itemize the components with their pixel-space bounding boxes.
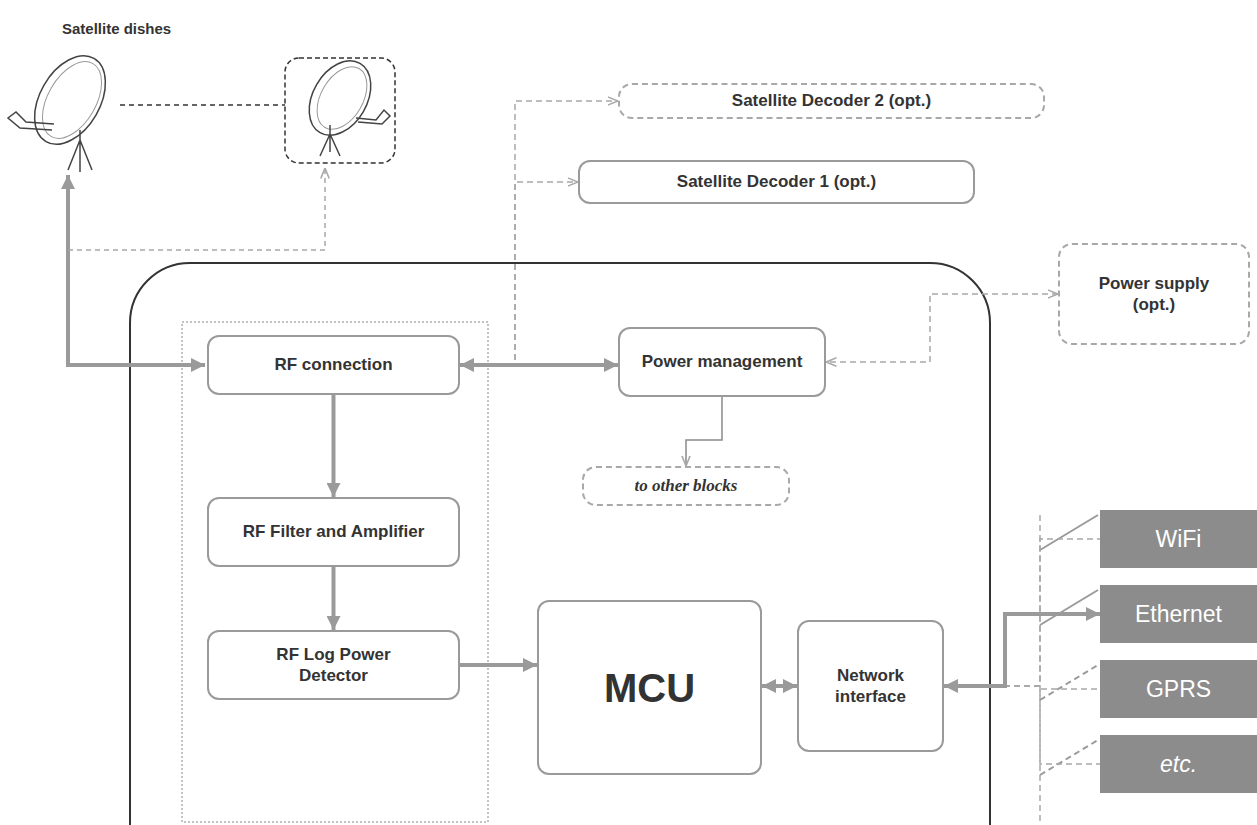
process-box: RF Log Power Detector [207,630,460,700]
optional-decoder-box: Satellite Decoder 2 (opt.) [618,83,1045,119]
process-box: RF Filter and Amplifier [207,497,460,567]
dish-link [120,104,285,106]
connector-arrow [332,567,336,630]
connector-arrow [460,363,618,367]
box-text: Ethernet [1135,600,1222,629]
connector-arrow [944,686,1100,764]
switch-marks [1040,515,1098,775]
decoder-box: Satellite Decoder 1 (opt.) [578,160,975,204]
satellite-dish [8,43,120,172]
connector-arrow [460,182,578,365]
box-text: Power supply (opt.) [1089,273,1219,316]
box-text: WiFi [1156,525,1202,554]
box-text: Satellite Decoder 1 (opt.) [677,171,876,192]
network-option: Ethernet [1100,585,1257,643]
box-text: Power management [642,351,803,372]
mcu-box: MCU [537,600,762,775]
optional-supply-box: Power supply (opt.) [1058,243,1250,345]
connector-arrow [826,294,1058,362]
connector-arrow [332,395,336,497]
box-text: to other blocks [635,476,738,496]
connector-arrow [460,663,537,667]
network-option: WiFi [1100,510,1257,568]
rf-group-outline [182,322,488,822]
box-text: Satellite Decoder 2 (opt.) [732,90,931,111]
connector-arrow [460,101,618,365]
connector-arrow [762,684,797,688]
satellite-dish [297,50,390,156]
connector-arrow [944,539,1100,686]
network-option: etc. [1100,735,1257,793]
optional-dish-feed [68,168,325,250]
process-box: RF connection [207,335,460,395]
box-text: RF Filter and Amplifier [243,521,425,542]
heading-label: Satellite dishes [62,20,171,37]
note-box: to other blocks [582,466,790,506]
network-option: GPRS [1100,660,1257,718]
box-text: RF Log Power Detector [259,644,409,687]
box-text: RF connection [274,354,392,375]
connector-arrow [686,397,722,466]
box-text: GPRS [1146,675,1211,704]
box-text: etc. [1160,750,1197,779]
device-housing [130,263,990,825]
process-box: Network interface [797,620,944,752]
process-box: Power management [618,327,826,397]
connector-arrow [944,614,1100,686]
box-text: Network interface [816,665,926,708]
box-text: MCU [604,663,695,713]
dish-feed-line [68,175,205,365]
